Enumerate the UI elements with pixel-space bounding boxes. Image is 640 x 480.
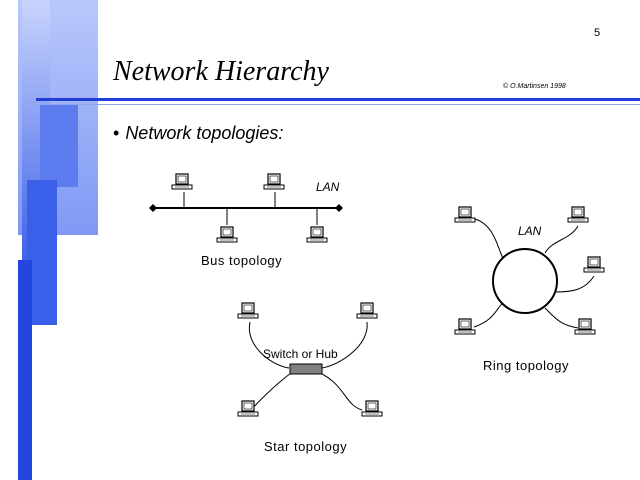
hub-label: Switch or Hub bbox=[263, 347, 338, 361]
computer-icon bbox=[454, 206, 476, 223]
computer-icon bbox=[306, 226, 328, 243]
title-rule-thin bbox=[36, 104, 640, 105]
computer-icon bbox=[583, 256, 605, 273]
star-topology: Switch or Hub Star topology bbox=[237, 302, 383, 454]
left-decoration bbox=[0, 0, 100, 480]
bullet-text: Network topologies: bbox=[125, 123, 284, 143]
computer-icon bbox=[171, 173, 193, 190]
computer-icon bbox=[263, 173, 285, 190]
computer-icon bbox=[574, 318, 596, 335]
ring-caption: Ring topology bbox=[483, 358, 569, 373]
computer-icon bbox=[454, 318, 476, 335]
copyright-notice: © O.Martinsen 1998 bbox=[503, 83, 566, 90]
ring-topology: LAN Ring topology bbox=[454, 206, 605, 373]
slide-title: Network Hierarchy bbox=[113, 56, 329, 87]
hub-box bbox=[289, 363, 323, 375]
bus-topology: LAN Bus topology bbox=[149, 173, 343, 268]
computer-icon bbox=[237, 302, 259, 319]
bus-caption: Bus topology bbox=[201, 253, 282, 268]
ring-lan-label: LAN bbox=[518, 224, 542, 238]
computer-icon bbox=[237, 400, 259, 417]
page-number: 5 bbox=[594, 27, 601, 39]
computer-icon bbox=[356, 302, 378, 319]
star-caption: Star topology bbox=[264, 439, 347, 454]
bullet-mark: • bbox=[113, 123, 120, 143]
computer-icon bbox=[216, 226, 238, 243]
bullet-point: •Network topologies: bbox=[113, 123, 283, 144]
bus-lan-label: LAN bbox=[316, 180, 340, 194]
title-rule bbox=[36, 98, 640, 101]
computer-icon bbox=[567, 206, 589, 223]
computer-icon bbox=[361, 400, 383, 417]
